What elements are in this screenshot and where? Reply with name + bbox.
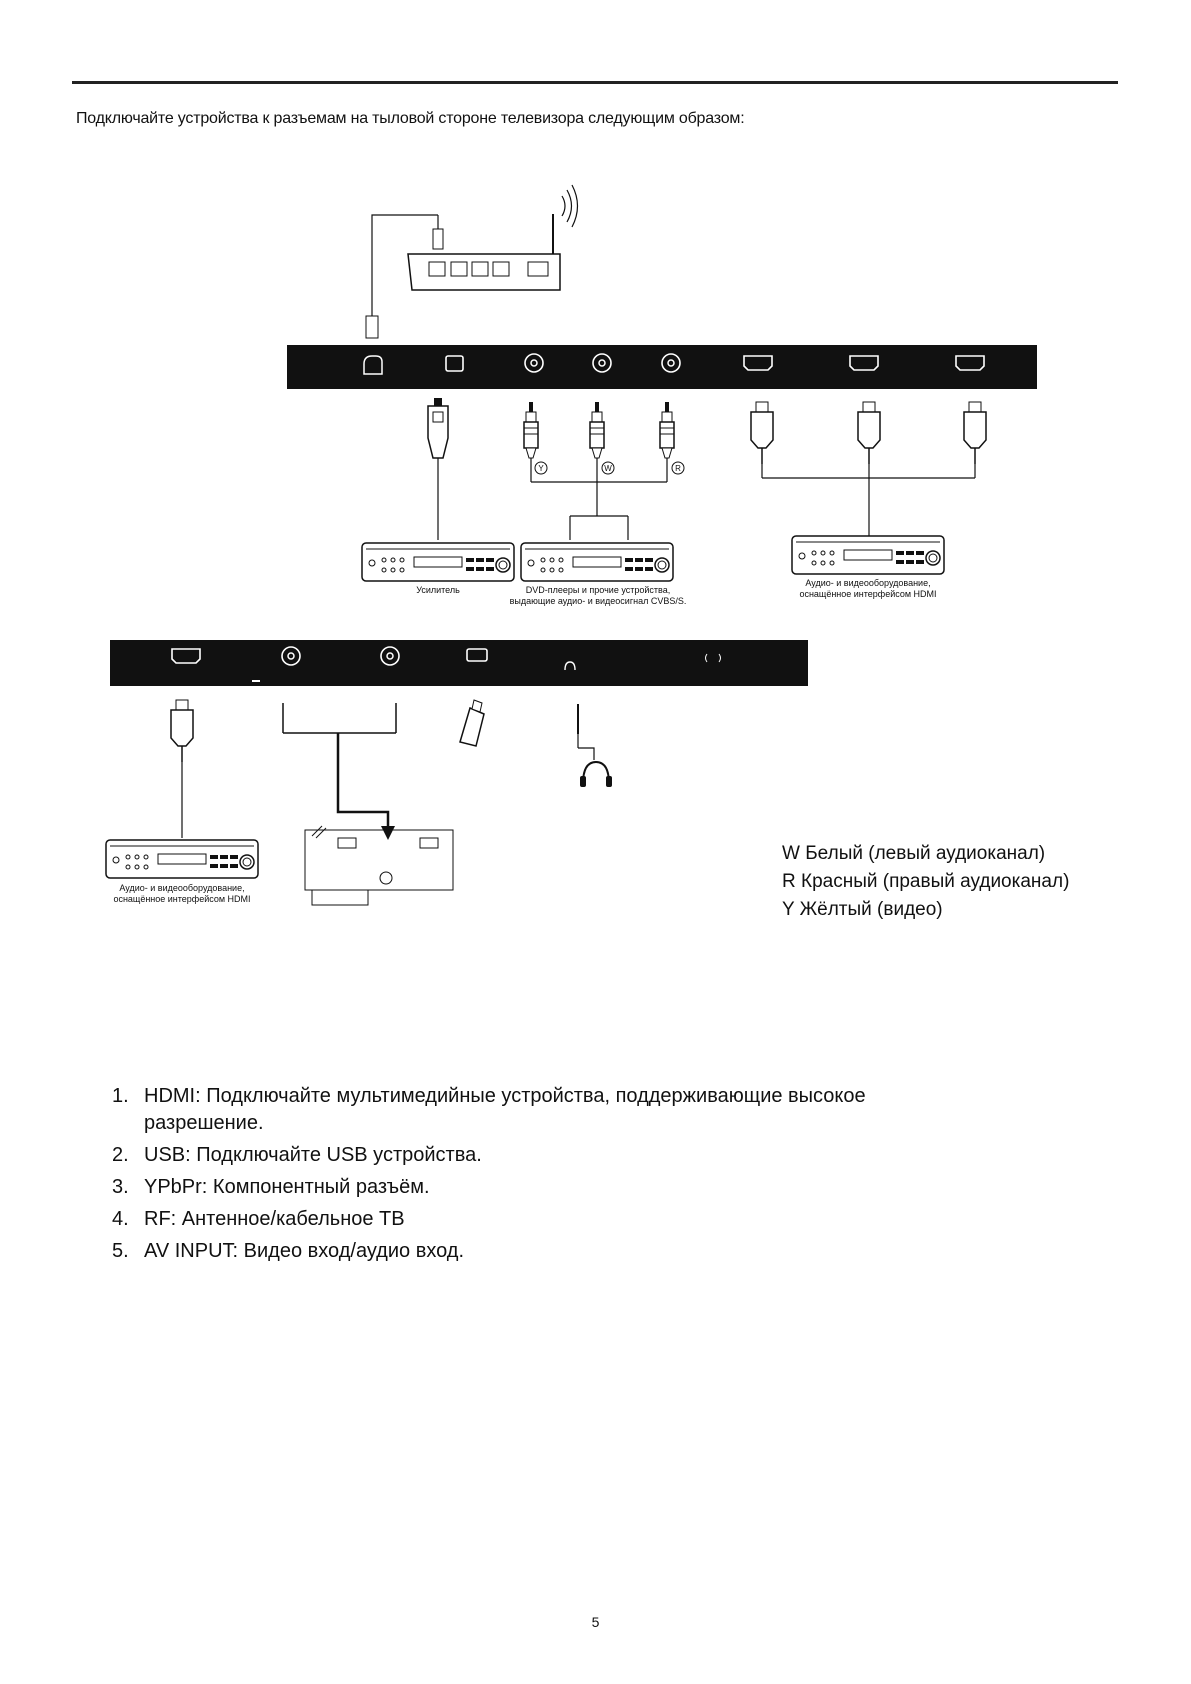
- note-item: 1. HDMI: Подключайте мультимедийные устро…: [112, 1083, 972, 1137]
- note-number: 1.: [112, 1085, 129, 1107]
- amplifier-label: Усилитель: [416, 585, 460, 595]
- cable-label-r: R: [675, 464, 681, 473]
- intro-text: Подключайте устройства к разъемам на тыл…: [76, 110, 745, 127]
- hdmi-device2-label: Аудио- и видеооборудование, оснащённое и…: [92, 883, 272, 905]
- note-item: 3. YPbPr: Компонентный разъём.: [112, 1174, 972, 1201]
- note-item: 2. USB: Подключайте USB устройства.: [112, 1142, 972, 1169]
- header-rule: [72, 81, 1118, 84]
- router: [365, 184, 579, 339]
- note-item: 5. AV INPUT: Видео вход/аудио вход.: [112, 1238, 972, 1265]
- connection-diagram: [105, 184, 1037, 906]
- color-legend: W Белый (левый аудиоканал) R Красный (пр…: [782, 840, 1069, 924]
- note-number: 5.: [112, 1240, 129, 1262]
- rca-cables: [523, 401, 685, 540]
- note-text: RF: Антенное/кабельное ТВ: [144, 1208, 405, 1230]
- note-number: 2.: [112, 1144, 129, 1166]
- cable-label-w: W: [604, 464, 612, 473]
- hdmi-cable-bottom: [170, 699, 194, 838]
- legend-white: W Белый (левый аудиоканал): [782, 843, 1046, 864]
- tv-panel-top: [287, 345, 1037, 389]
- hdmi-av-device-2: [105, 839, 259, 879]
- amplifier-device: [361, 542, 515, 582]
- note-text: AV INPUT: Видео вход/аудио вход.: [144, 1240, 465, 1262]
- cable-label-y: Y: [538, 464, 544, 473]
- note-text: USB: Подключайте USB устройства.: [144, 1144, 482, 1166]
- dvd-label-line2: выдающие аудио- и видеосигнал CVBS/S.: [509, 596, 687, 606]
- dvd-label: DVD-плееры и прочие устройства, выдающие…: [500, 585, 696, 607]
- legend-red: R Красный (правый аудиоканал): [782, 871, 1070, 892]
- hdmi-device-label-line2: оснащённое интерфейсом HDMI: [799, 589, 937, 599]
- note-text: YPbPr: Компонентный разъём.: [144, 1176, 430, 1198]
- hdmi-av-device: [791, 535, 945, 575]
- rf-cabling: [282, 703, 454, 906]
- note-text: HDMI: Подключайте мультимедийные устройс…: [144, 1085, 866, 1134]
- headphones: [577, 704, 612, 787]
- usb-stick: [459, 699, 485, 747]
- hdmi-device2-label-line1: Аудио- и видеооборудование,: [119, 883, 245, 893]
- hdmi-device-label: Аудио- и видеооборудование, оснащённое и…: [778, 578, 958, 600]
- dvd-label-line1: DVD-плееры и прочие устройства,: [525, 585, 671, 595]
- dvd-player-device: [520, 542, 674, 582]
- note-item: 4. RF: Антенное/кабельное ТВ: [112, 1206, 972, 1233]
- legend-yellow: Y Жёлтый (видео): [782, 899, 943, 920]
- note-number: 3.: [112, 1176, 129, 1198]
- hdmi-device-label-line1: Аудио- и видеооборудование,: [805, 578, 931, 588]
- hdmi-device2-label-line2: оснащённое интерфейсом HDMI: [113, 894, 251, 904]
- connector-notes-list: 1. HDMI: Подключайте мультимедийные устро…: [112, 1083, 972, 1270]
- tv-panel-bottom: [110, 640, 808, 686]
- page-number: 5: [591, 1614, 600, 1630]
- hdmi-cables-top: [750, 401, 987, 540]
- note-number: 4.: [112, 1208, 129, 1230]
- optical-cable: [427, 398, 449, 540]
